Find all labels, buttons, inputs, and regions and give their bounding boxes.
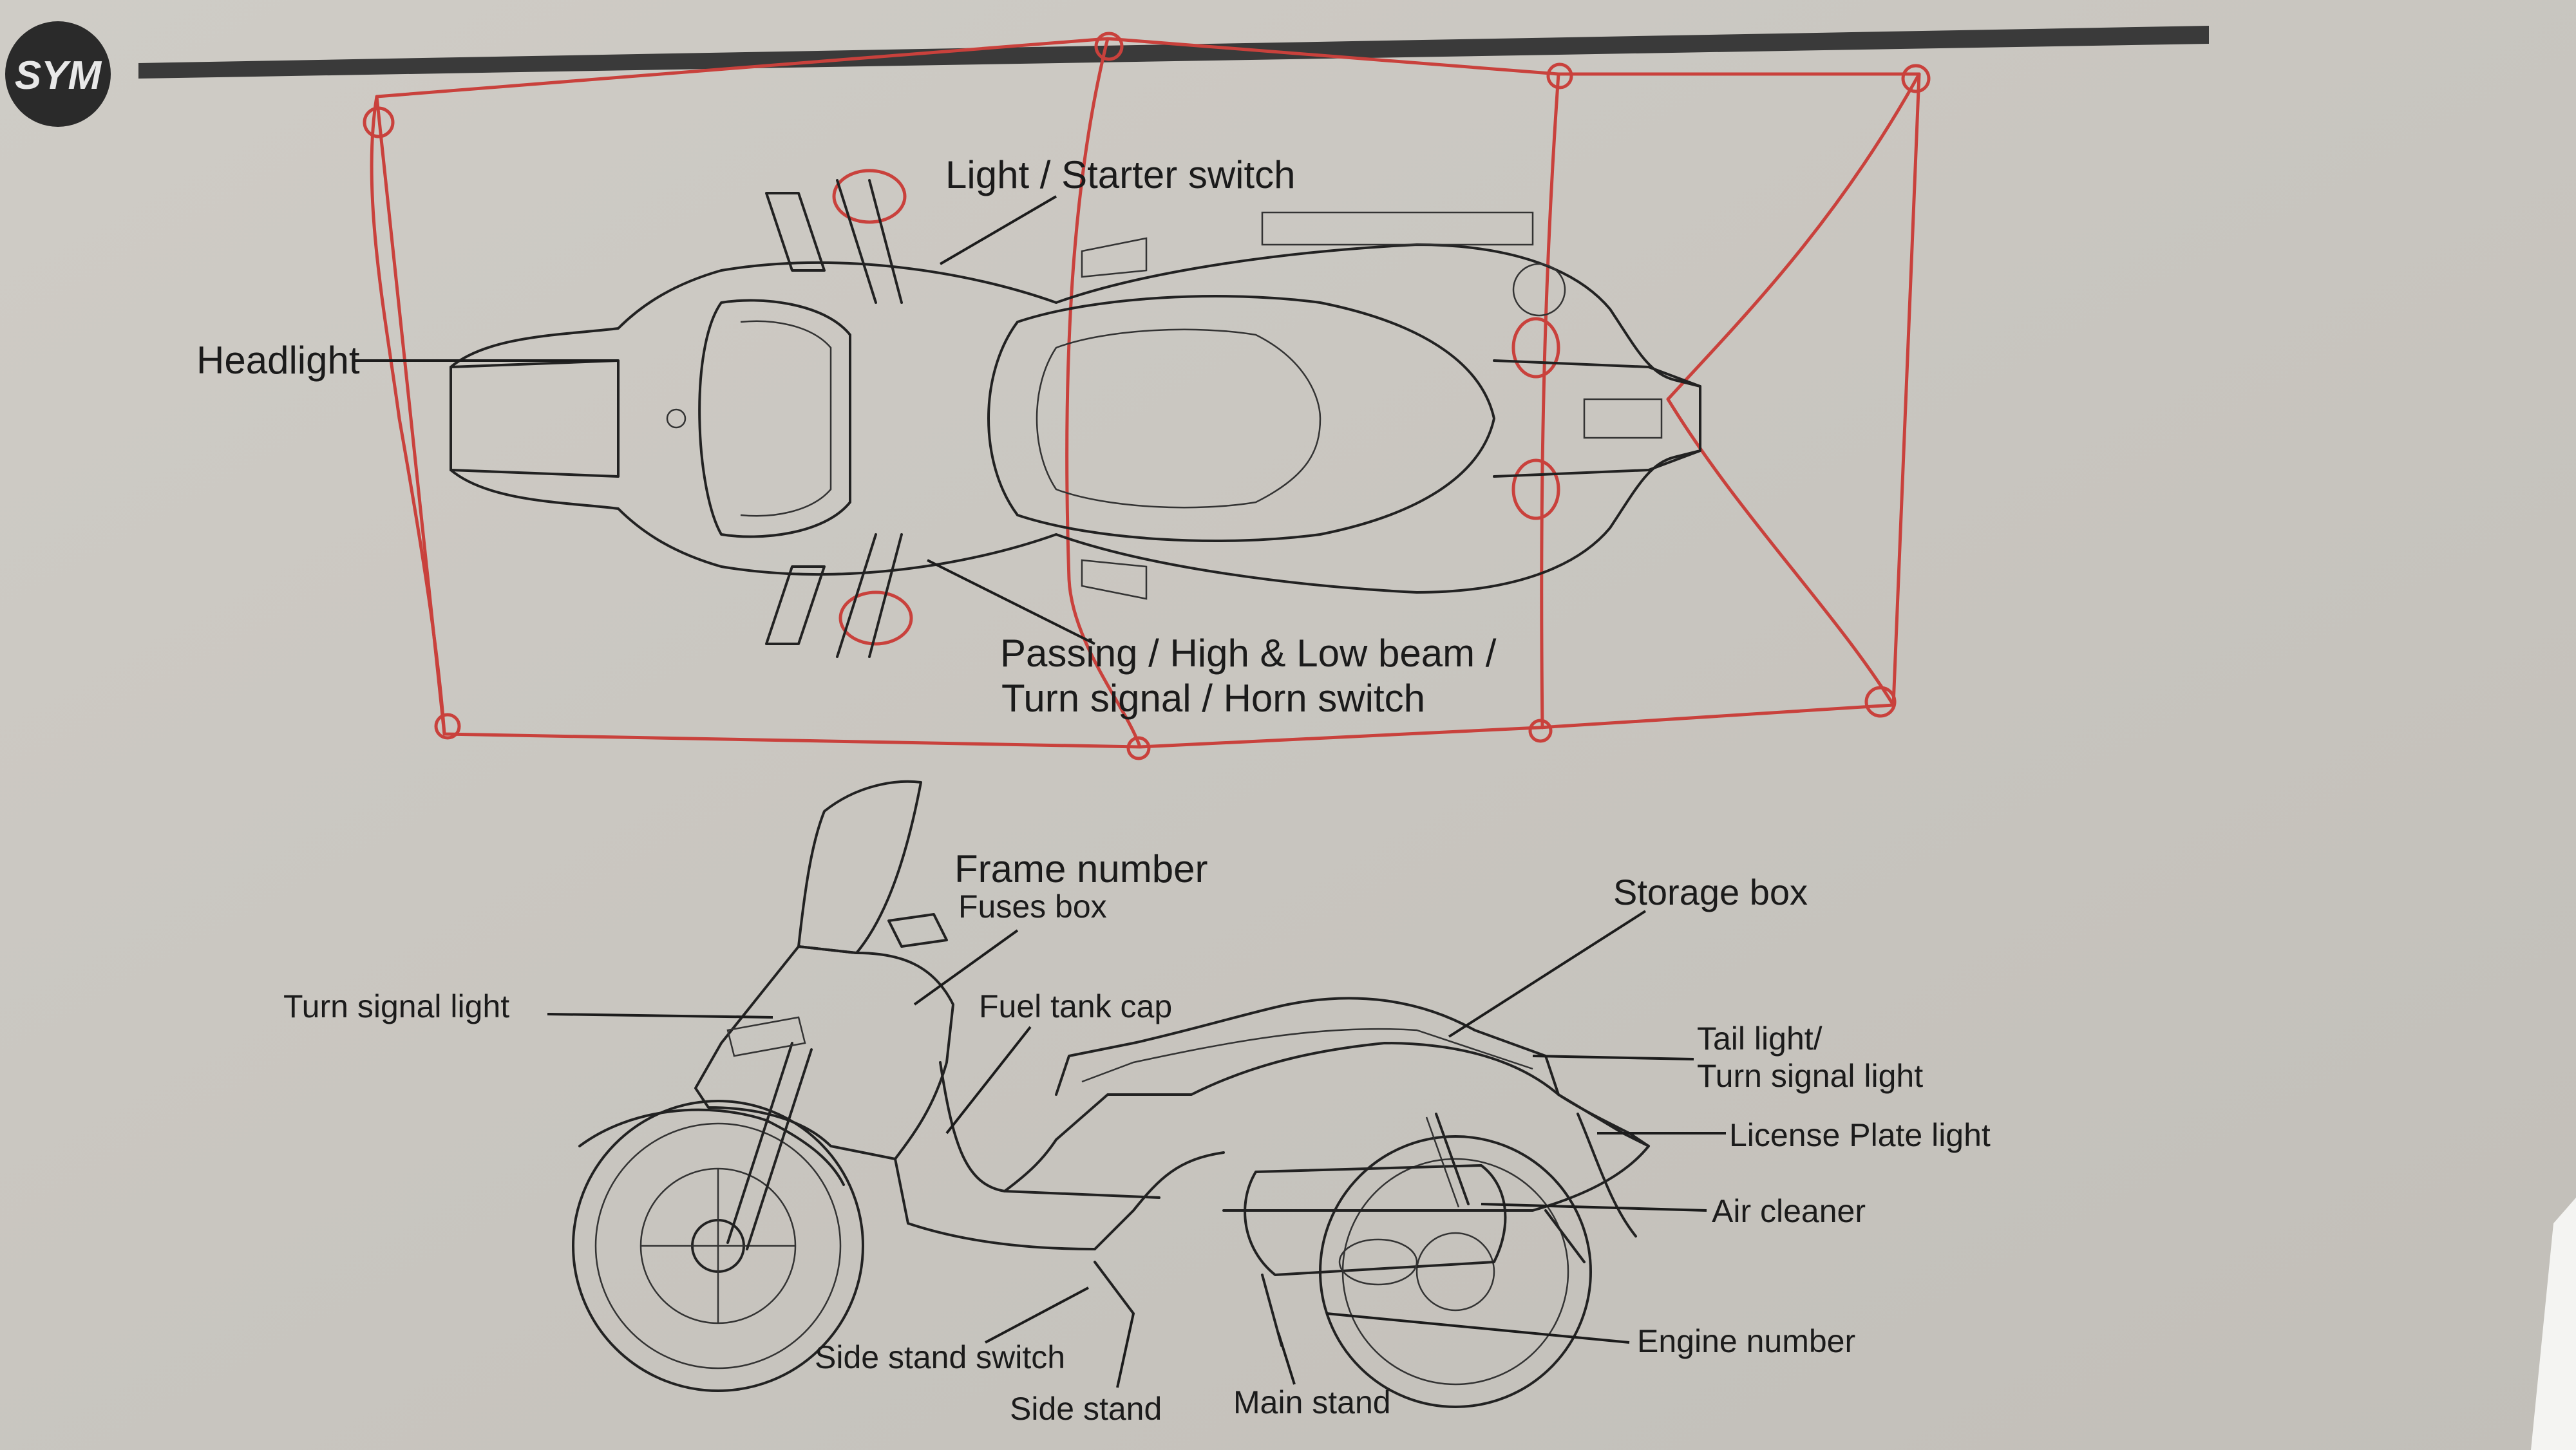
label-air-cleaner: Air cleaner [1712,1193,1866,1229]
red-marker-outline [363,32,1931,760]
label-side-stand: Side stand [1010,1391,1162,1427]
label-headlight: Headlight [196,339,360,382]
front-wheel [572,1100,864,1392]
side-view-illustration [547,780,1726,1408]
leader-passing [927,559,1095,645]
label-main-stand: Main stand [1233,1384,1391,1420]
label-frame-number: Frame number [954,847,1208,890]
leader-side-stand [1116,1313,1135,1388]
top-view-illustration [353,32,1931,760]
leader-main-stand [1277,1332,1296,1385]
scooter-top-body [450,179,1701,658]
label-engine-number: Engine number [1637,1323,1855,1359]
scooter-side-body [578,780,1650,1347]
label-turn-signal-light: Turn signal light [283,988,509,1024]
label-fuses-box: Fuses box [958,889,1107,925]
leader-storage-box [1448,910,1647,1038]
label-light-starter-switch: Light / Starter switch [945,153,1296,196]
sym-logo: SYM [5,21,111,127]
label-license-plate-light: License Plate light [1729,1117,1991,1153]
label-passing-switch-line1: Passing / High & Low beam / [1000,632,1497,675]
leader-fuel-tank-cap [945,1026,1032,1135]
leader-turn-signal [547,1013,773,1019]
label-tail-light-line2: Turn signal light [1697,1058,1923,1094]
leader-air-cleaner [1481,1203,1707,1212]
label-fuel-tank-cap: Fuel tank cap [979,988,1172,1024]
leader-engine-number [1326,1312,1630,1344]
label-side-stand-switch: Side stand switch [815,1339,1065,1375]
logo-text: SYM [15,53,102,98]
label-storage-box: Storage box [1613,872,1808,912]
leader-fuses-box [913,929,1019,1006]
leader-tail-light [1532,1055,1694,1060]
label-tail-light-line1: Tail light/ [1697,1021,1823,1057]
header-rule [138,26,2209,79]
label-passing-switch-line2: Turn signal / Horn switch [1001,677,1425,720]
leader-light-starter [939,195,1057,265]
leader-side-stand-switch [985,1286,1089,1344]
page-edge [2531,1198,2576,1450]
